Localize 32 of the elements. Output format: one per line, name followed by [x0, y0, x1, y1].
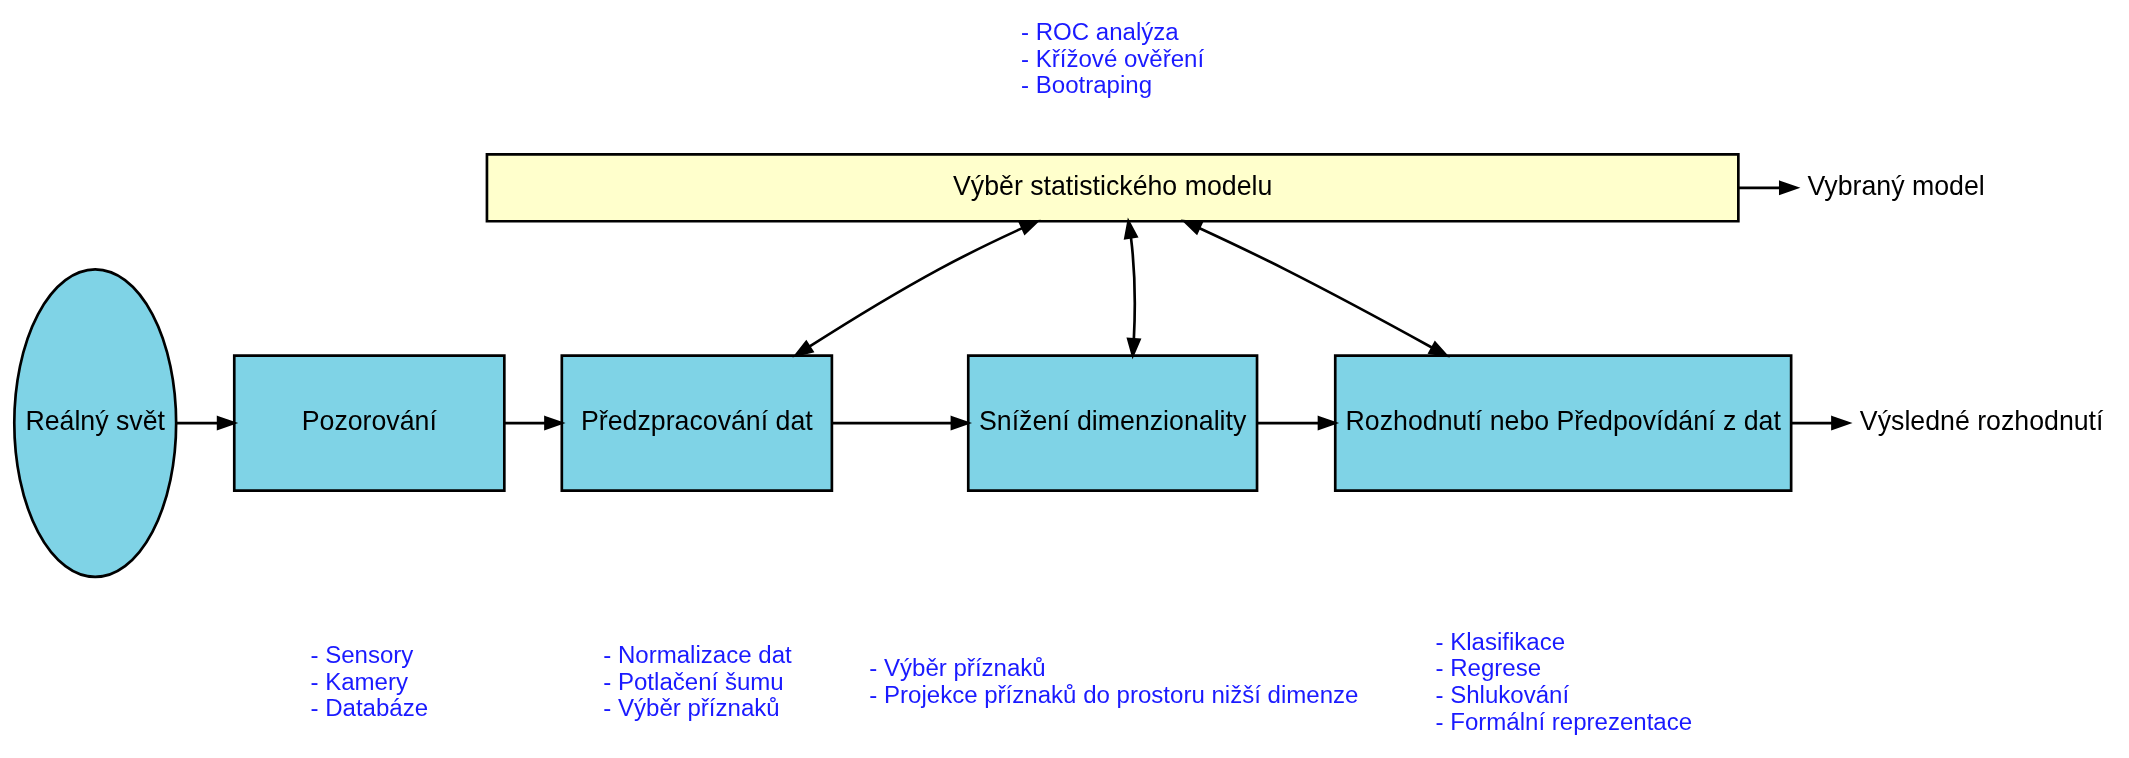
node-box: Rozhodnutí nebo Předpovídání z dat	[1333, 354, 1793, 492]
node-box: Pozorování	[232, 354, 506, 492]
node-label: - Formální reprezentace	[1435, 707, 1693, 735]
arrow	[504, 415, 566, 431]
arrow	[1791, 415, 1853, 431]
node-box: Snížení dimenzionality	[966, 354, 1259, 492]
node-ellipse: Reálný svět	[12, 268, 178, 579]
node-label: - Normalizace dat	[603, 640, 792, 668]
node-label: - Křížové ověření	[1021, 44, 1205, 72]
arrow	[1738, 180, 1801, 196]
node-text: Vybraný model	[1807, 170, 1985, 201]
node-label: - Výběr příznaků	[603, 694, 780, 722]
arrow	[832, 415, 972, 431]
node-label: - Shlukování	[1435, 681, 1570, 709]
arrow	[792, 219, 1041, 358]
node-label: - Projekce příznaků do prostoru nižší dimenze	[869, 681, 1359, 709]
node-label: - Kamery	[310, 667, 409, 695]
node-label: - Klasifikace	[1435, 627, 1566, 655]
arrow	[1257, 415, 1340, 431]
node-label: - Databáze	[310, 694, 429, 722]
node-label: - Bootraping	[1021, 71, 1153, 99]
arrow	[176, 415, 239, 431]
node-label: - Výběr příznaků	[869, 654, 1046, 682]
node-label: - Regrese	[1435, 654, 1542, 682]
node-text: Výsledné rozhodnutí	[1859, 405, 2104, 436]
node-box: Výběr statistického modelu	[485, 153, 1740, 223]
node-label: - Sensory	[310, 640, 414, 668]
node-label: - ROC analýza	[1021, 17, 1179, 45]
arrow	[1180, 219, 1450, 358]
arrow	[1123, 217, 1142, 360]
node-box: Předzpracování dat	[560, 354, 834, 492]
node-label: - Potlačení šumu	[603, 667, 784, 695]
